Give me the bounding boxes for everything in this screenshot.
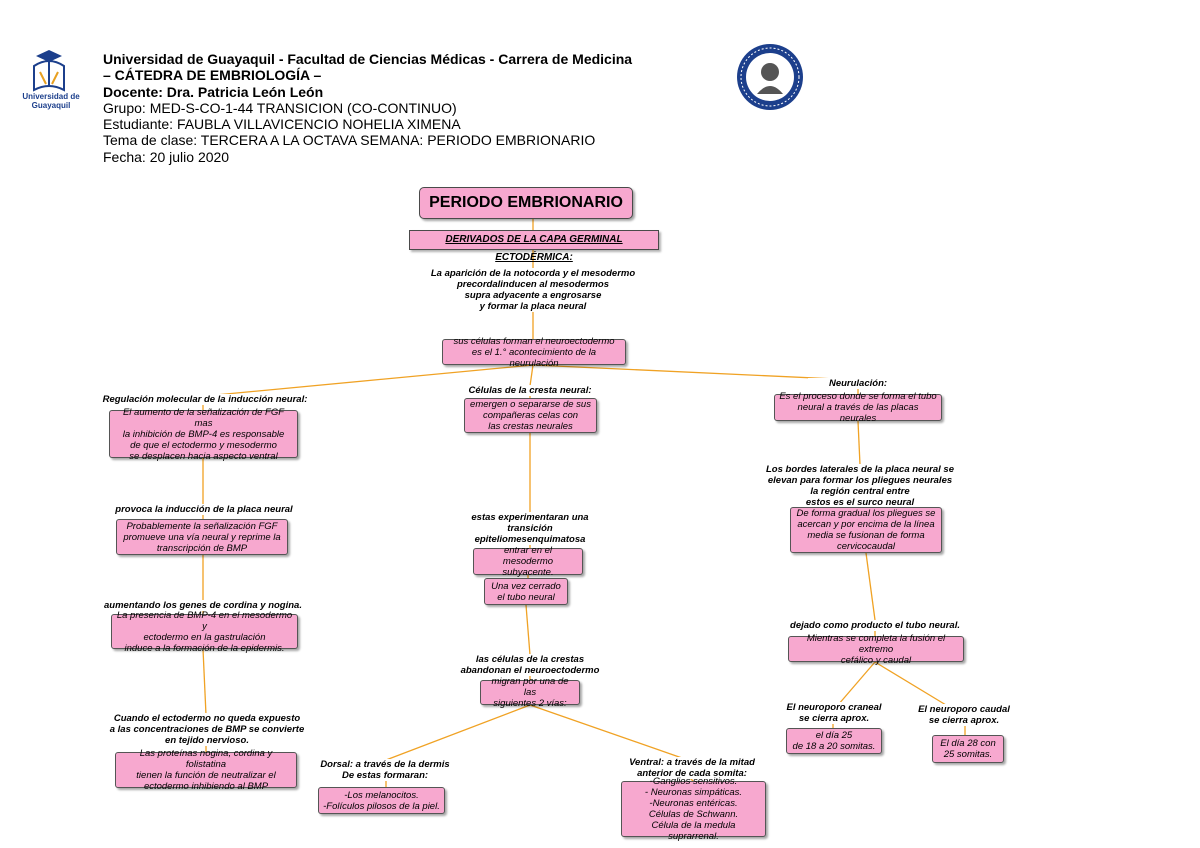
connector bbox=[204, 364, 534, 397]
left-label-2: provoca la inducción de la placa neural bbox=[104, 504, 304, 515]
connector bbox=[385, 704, 531, 761]
connector bbox=[874, 661, 947, 706]
connector bbox=[202, 648, 207, 716]
connector bbox=[532, 364, 859, 381]
left-branch-label: Regulación molecular de la inducción neu… bbox=[100, 394, 310, 405]
right-node-3: Mientras se completa la fusión el extrem… bbox=[788, 633, 964, 666]
right-label-3: dejado como producto el tubo neural. bbox=[785, 620, 965, 631]
header-group: Grupo: MED-S-CO-1-44 TRANSICION (CO-CONT… bbox=[103, 99, 457, 116]
connector bbox=[529, 364, 534, 387]
document-header: Universidad de Guayaquil - Facultad de C… bbox=[103, 51, 632, 165]
connector bbox=[857, 420, 861, 466]
left-node-4: Las proteínas nogina, cordina y folistat… bbox=[115, 748, 297, 792]
left-node-1: El aumento de la señalización de FGF mas… bbox=[109, 407, 298, 462]
header-date: Fecha: 20 julio 2020 bbox=[103, 148, 230, 165]
header-institution: Universidad de Guayaquil - Facultad de C… bbox=[103, 51, 633, 67]
right-branch-label: Neurulación: bbox=[808, 378, 908, 389]
logo-caption: Universidad de Guayaquil bbox=[22, 92, 80, 110]
map-title: PERIODO EMBRIONARIO bbox=[419, 187, 633, 219]
left-label-3: aumentando los genes de cordina y nogina… bbox=[100, 600, 306, 611]
right-label-2: Los bordes laterales de la placa neural … bbox=[762, 464, 958, 508]
university-logo: Universidad de Guayaquil bbox=[6, 44, 92, 110]
ventral-node: -Ganglios sensitivos.- Neuronas simpátic… bbox=[621, 776, 766, 842]
dorsal-node: -Los melanocitos.-Folículos pilosos de l… bbox=[318, 787, 445, 814]
connector bbox=[865, 552, 876, 621]
header-teacher: Docente: Dra. Patricia León León bbox=[103, 83, 324, 100]
intro-label: La aparición de la notocorda y el mesode… bbox=[412, 268, 654, 312]
header-chair: – CÁTEDRA DE EMBRIOLOGÍA – bbox=[103, 67, 322, 84]
center-branch-label: Células de la cresta neural: bbox=[452, 385, 608, 396]
faculty-seal bbox=[735, 42, 805, 112]
connector bbox=[837, 661, 876, 706]
map-subtitle: DERIVADOS DE LA CAPA GERMINAL ECTODÉRMIC… bbox=[409, 230, 659, 263]
header-student: Estudiante: FAUBLA VILLAVICENCIO NOHELIA… bbox=[103, 116, 461, 133]
connector bbox=[525, 604, 531, 656]
header-topic: Tema de clase: TERCERA A LA OCTAVA SEMAN… bbox=[103, 132, 596, 149]
connector bbox=[529, 704, 683, 759]
